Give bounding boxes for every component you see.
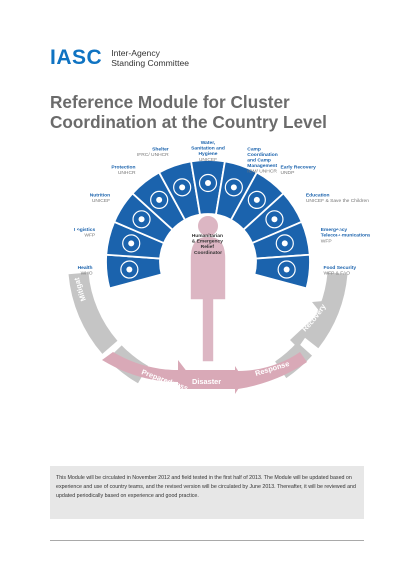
phase-arrows	[102, 300, 335, 394]
phase-disaster: Disaster	[192, 377, 221, 386]
phase-band-prevention	[68, 272, 118, 354]
food-bowl-icon	[277, 260, 296, 279]
hammer-icon	[247, 190, 266, 210]
center-line-4: Coordinator	[194, 250, 222, 256]
center-line-3: Relief	[201, 244, 215, 250]
iasc-logo: IASC Inter-Agency Standing Committee	[50, 46, 189, 70]
logo-subtitle-line1: Inter-Agency	[111, 48, 160, 58]
svg-text:Prevention: Prevention	[69, 228, 81, 268]
medical-caduceus-icon	[120, 260, 139, 279]
coordinator-figure: Humanitarian & Emergency Relief Coordina…	[189, 214, 227, 363]
center-line-2: & Emergency	[192, 239, 224, 245]
logo-subtitle-line2: Standing Committee	[111, 58, 190, 68]
cluster-diagram: Humanitarian & Emergency Relief Coordina…	[50, 140, 370, 394]
family-icon	[224, 178, 243, 197]
mobile-phone-icon	[275, 234, 294, 253]
page-title: Reference Module for Cluster Coordinatio…	[50, 92, 327, 132]
circulation-note: This Module will be circulated in Novemb…	[50, 466, 364, 519]
airplane-icon	[122, 234, 141, 253]
svg-text:Humanitarian & Emergency: Humanitarian & Emergency Relief Coordina…	[192, 233, 225, 256]
water-tap-icon	[198, 173, 218, 193]
cluster-segment-food-security	[253, 253, 311, 290]
phase-prevention: Prevention	[69, 228, 81, 268]
center-line-1: Humanitarian	[192, 233, 223, 239]
protecting-hands-icon	[150, 190, 169, 210]
house-icon	[173, 178, 192, 197]
footer-divider	[50, 540, 364, 541]
logo-mark: IASC	[50, 46, 103, 69]
book-icon	[265, 210, 284, 229]
baby-face-icon	[132, 210, 151, 229]
logo-subtitle: Inter-Agency Standing Committee	[111, 48, 189, 68]
